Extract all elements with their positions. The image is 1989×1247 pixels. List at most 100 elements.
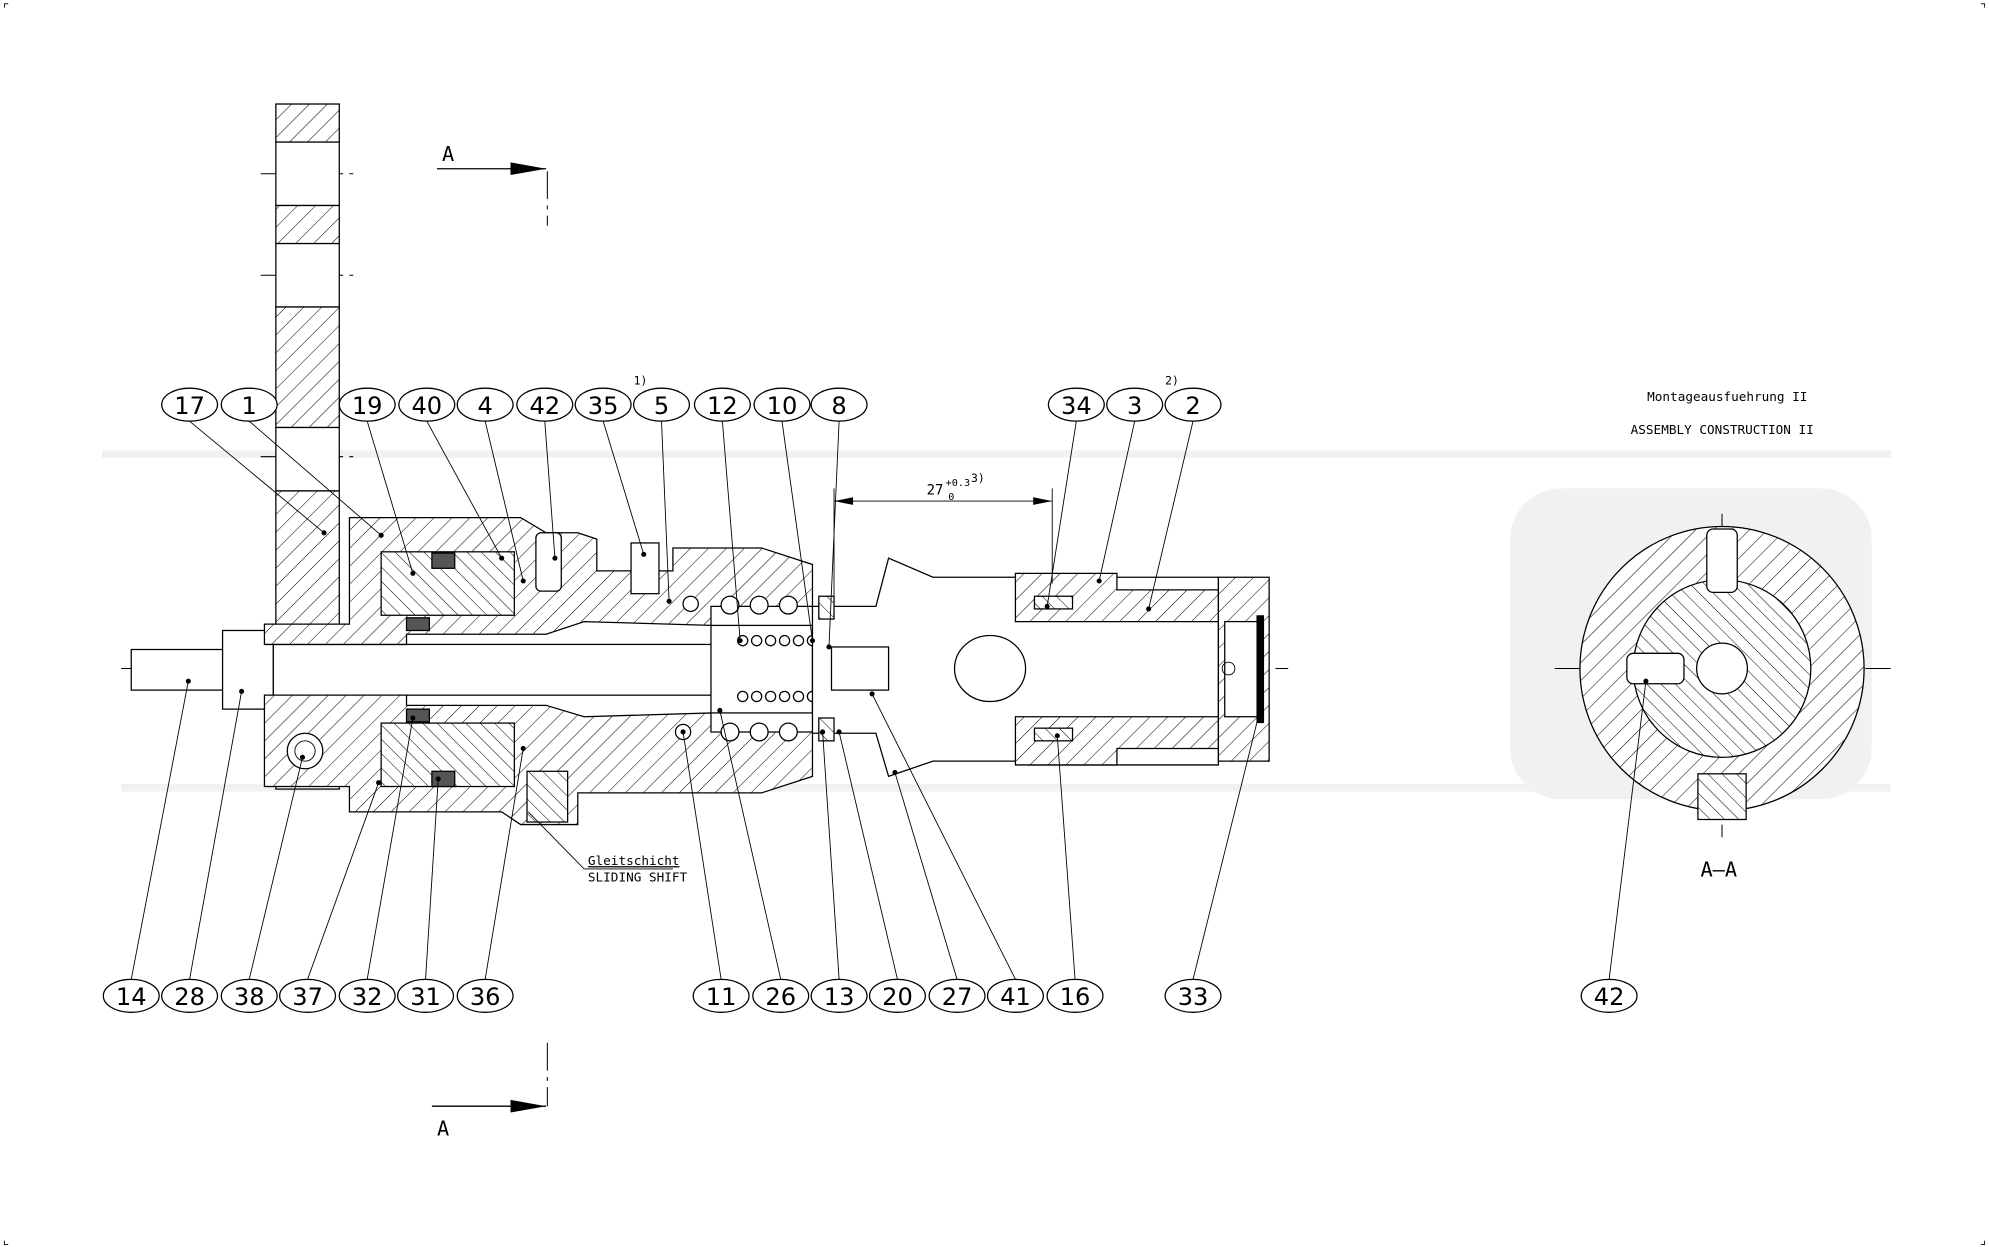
spring-coil [750,690,763,703]
leader-dot [1256,711,1262,717]
balloon-outline [338,387,396,422]
spring-coil [749,595,769,615]
balloon-outline [456,978,514,1013]
balloon-item-31: 31 [397,776,455,1013]
balloon-outline [868,978,926,1013]
spring-coil [792,690,805,703]
balloon-item-42: 42 [1580,678,1649,1013]
dimension-upper-tolerance: +0.3 [946,478,970,489]
balloon-item-3: 32) [1096,373,1179,584]
balloon-item-10: 10 [753,387,815,644]
balloon-outline [161,978,219,1013]
balloon-item-35: 35 1) [574,373,648,557]
balloon-label: 1 [242,392,257,420]
dimension-lower-tolerance: 0 [948,492,954,503]
leader-dot [1146,606,1152,612]
balloon-item-26: 26 [717,707,810,1013]
dimension-27: 27 +0.3 0 3) [833,471,1053,609]
balloon-item-4: 4 [456,387,526,584]
leader-dot [499,555,505,561]
balloon-label: 13 [824,983,855,1011]
spring-coil [750,634,763,647]
leader-dot [1096,578,1102,584]
balloon-outline [279,978,337,1013]
spring-coil [778,690,791,703]
balloon-note: 1) [634,373,648,387]
leader-line [189,420,325,534]
leader-dot [321,530,327,536]
balloon-outline [574,387,632,422]
leader-dot [299,754,306,760]
note-english: SLIDING SHIFT [588,870,688,885]
leader-dot [435,776,441,782]
balloon-item-19: 19 [338,387,416,576]
section-mark-top: A [442,142,454,166]
leader-line [248,757,303,980]
leader-line [719,710,782,980]
springs [710,595,819,742]
balloon-item-11: 11 [680,729,750,1013]
balloon-outline [753,387,811,422]
balloon-item-27: 27 [892,770,986,1013]
note-german: Gleitschicht [588,853,680,868]
leader-line [426,420,503,559]
balloon-label: 27 [942,983,973,1011]
balloon-label: 12 [707,392,738,420]
leader-line [130,681,189,980]
leader-line [248,420,382,536]
balloon-outline [1164,978,1222,1013]
balloon-outline [1046,978,1104,1013]
leader-dot [410,715,416,721]
leader-dot [836,729,842,735]
balloon-label: 32 [352,983,383,1011]
leader-dot [869,691,875,697]
leader-dot [1044,603,1050,609]
balloon-outline [456,387,514,422]
leader-dot [376,780,382,786]
balloon-label: 35 [588,392,619,420]
leader-dot [1054,733,1060,739]
leader-line [366,421,414,574]
balloon-outline [632,387,691,422]
leader-dot [239,688,245,694]
shaft [130,629,731,710]
balloon-outline [986,978,1044,1013]
balloon-outline [516,387,574,422]
balloon-label: 31 [410,983,441,1011]
corner-marks [3,3,1986,1245]
balloon-outline [102,978,160,1013]
leader-dot [680,729,686,735]
leader-line [189,691,243,980]
balloon-outline [752,978,810,1013]
balloon-label: 41 [1000,983,1031,1011]
housing [263,516,814,826]
leader-line [871,693,1016,980]
spool-sleeve [811,557,1270,778]
balloon-label: 42 [1594,983,1625,1011]
balloon-outline [220,387,278,422]
balloon-outline [928,978,986,1013]
leader-line [1098,421,1136,582]
section-mark-bottom: A [437,1116,449,1140]
balloon-item-34: 34 [1044,387,1105,609]
spring-coil [720,595,740,615]
leader-dot [717,707,723,713]
balloon-label: 40 [411,392,442,420]
balloon-item-41: 41 [869,691,1044,1013]
leader-line [1046,421,1077,607]
spring-coil [778,722,798,742]
balloon-item-32: 32 [338,715,416,1013]
leader-line [682,731,722,980]
dimension-note: 3) [971,471,985,485]
balloon-label: 4 [477,392,492,420]
leader-dot [641,551,647,557]
balloon-outline [810,978,868,1013]
balloon-outline [693,387,751,422]
spring-coil [778,595,798,615]
leader-line [1148,421,1194,610]
balloon-outline [810,387,868,422]
spring-coil [749,722,769,742]
balloon-label: 10 [767,392,798,420]
balloon-item-36: 36 [456,745,526,1013]
